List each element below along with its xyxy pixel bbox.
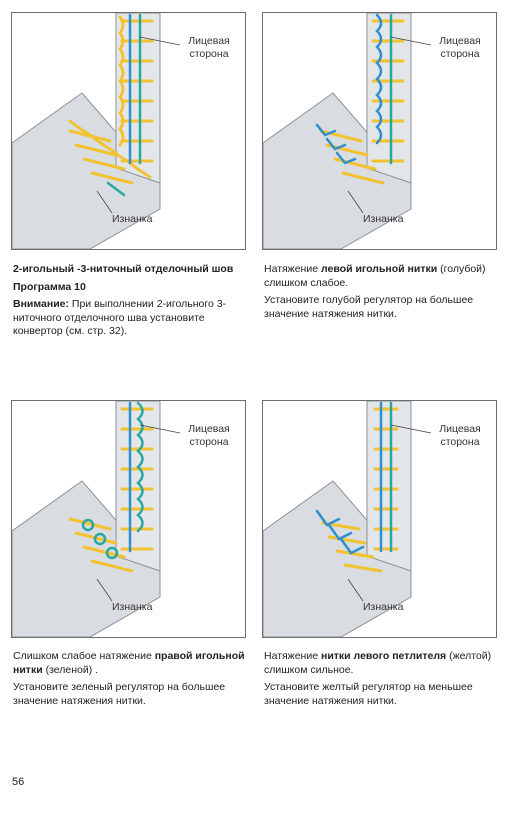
stitch-illustration bbox=[263, 13, 432, 249]
diagram-panel-normal: Лицевая сторона Изнанка bbox=[11, 12, 246, 250]
back-side-label: Изнанка bbox=[112, 601, 153, 613]
face-side-label: Лицевая сторона bbox=[188, 423, 230, 448]
diagram-panel-right-needle-loose: Лицевая сторона Изнанка bbox=[11, 400, 246, 638]
back-side-label: Изнанка bbox=[112, 213, 153, 225]
caption-normal-seam: 2-игольный -3-ниточный отделочный шов Пр… bbox=[13, 263, 245, 343]
face-side-label: Лицевая сторона bbox=[439, 35, 481, 60]
seam-title: 2-игольный -3-ниточный отделочный шов bbox=[13, 263, 234, 275]
face-side-label: Лицевая сторона bbox=[439, 423, 481, 448]
stitch-illustration bbox=[263, 401, 432, 637]
face-side-label: Лицевая сторона bbox=[188, 35, 230, 60]
warning-text: Внимание: При выполнении 2-игольного 3-н… bbox=[13, 298, 227, 337]
page-number: 56 bbox=[12, 776, 25, 788]
diagram-panel-left-needle-loose: Лицевая сторона Изнанка bbox=[262, 12, 497, 250]
back-side-label: Изнанка bbox=[363, 601, 404, 613]
stitch-illustration bbox=[12, 13, 181, 249]
caption-left-needle: Натяжение левой игольной нитки (голубой)… bbox=[264, 263, 486, 320]
caption-right-needle: Слишком слабое натяжение правой игольной… bbox=[13, 650, 245, 707]
stitch-illustration bbox=[12, 401, 181, 637]
diagram-panel-looper-tight: Лицевая сторона Изнанка bbox=[262, 400, 497, 638]
caption-looper: Натяжение нитки левого петлителя (желтой… bbox=[264, 650, 492, 707]
program-number: Программа 10 bbox=[13, 280, 86, 293]
back-side-label: Изнанка bbox=[363, 213, 404, 225]
